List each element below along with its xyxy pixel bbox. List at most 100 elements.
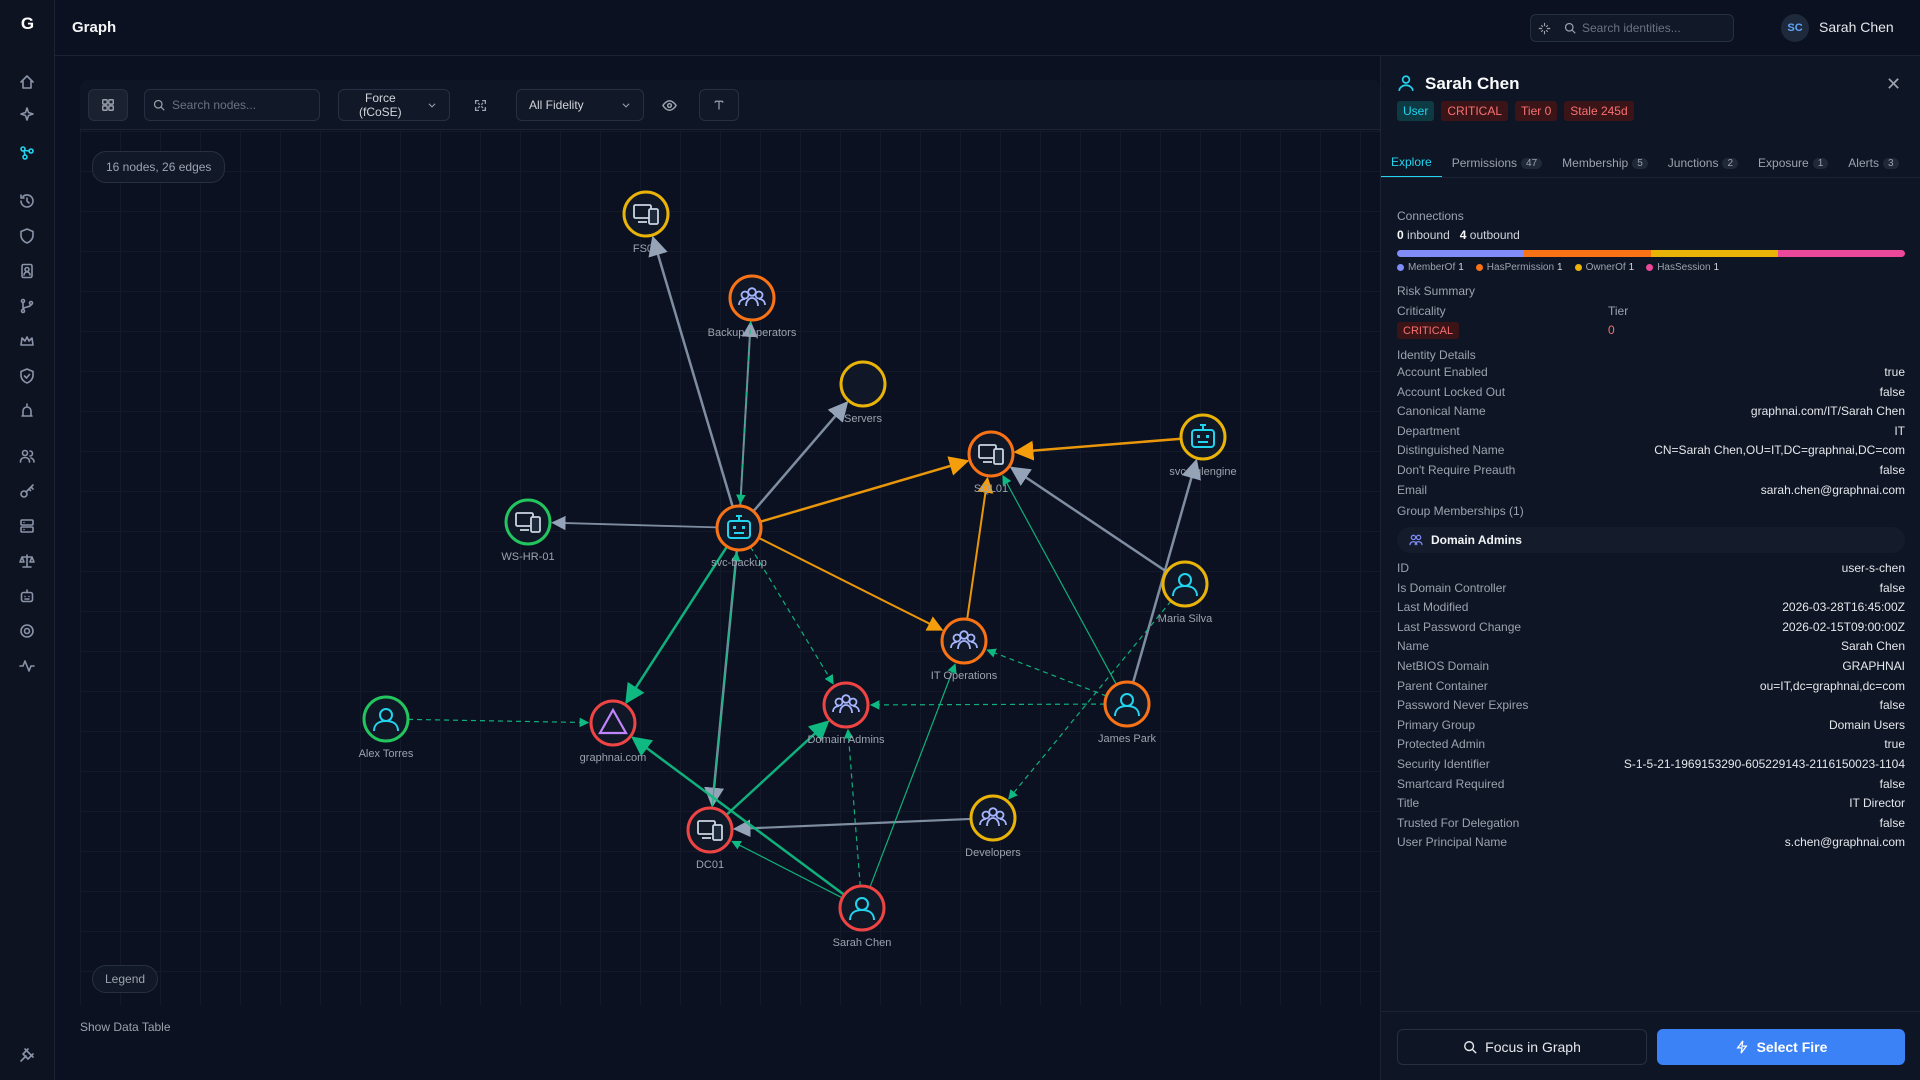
contact-icon[interactable]: [15, 259, 39, 283]
lightning-icon: [1735, 1040, 1748, 1054]
home-icon[interactable]: [15, 70, 39, 94]
show-data-table-link[interactable]: Show Data Table: [80, 1020, 171, 1034]
legend-dot: [1574, 263, 1582, 271]
connection-type-bar: [1397, 250, 1905, 257]
chevron-down-icon: [622, 103, 630, 108]
tab-count-badge: 2: [1722, 157, 1739, 169]
robot-icon[interactable]: [15, 584, 39, 608]
detail-key: Name: [1397, 639, 1430, 654]
detail-key: Canonical Name: [1397, 404, 1486, 419]
detail-value: S-1-5-21-1969153290-605229143-2116150023…: [1623, 757, 1905, 771]
detail-key: Last Modified: [1397, 600, 1469, 615]
detail-value: user-s-chen: [1841, 561, 1905, 575]
pin-icon[interactable]: [15, 1043, 39, 1067]
detail-value: ou=IT,dc=graphnai,dc=com: [1759, 678, 1905, 693]
criticality-label: Criticality: [1397, 304, 1446, 318]
detail-key: Account Enabled: [1397, 365, 1488, 379]
crown-icon[interactable]: [15, 329, 39, 353]
detail-row: Primary Group Domain Users: [1397, 714, 1905, 736]
detail-key: Primary Group: [1397, 717, 1476, 732]
tab-label: Alerts: [1848, 156, 1879, 170]
graph-canvas[interactable]: [80, 131, 1380, 1005]
legend-button[interactable]: Legend: [92, 965, 159, 993]
detail-key: Department: [1397, 423, 1460, 438]
detail-value: Sarah Chen: [1840, 639, 1905, 654]
legend-dot: [1475, 263, 1483, 271]
node-search-placeholder: Search nodes...: [172, 98, 257, 112]
visibility-toggle[interactable]: [652, 89, 686, 121]
tab-count-badge: 1: [1812, 157, 1829, 169]
detail-value: false: [1879, 776, 1905, 791]
branch-icon[interactable]: [15, 294, 39, 318]
grid-view-button[interactable]: [88, 89, 128, 121]
legend-name: HasPermission: [1486, 262, 1555, 273]
legend-count: 1: [1557, 262, 1563, 273]
detail-value: s.chen@graphnai.com: [1784, 835, 1905, 850]
fidelity-select-label: All Fidelity: [529, 98, 584, 112]
alarm-icon[interactable]: [15, 399, 39, 423]
layout-select[interactable]: Force (fCoSE): [338, 89, 450, 121]
tab-label: Exposure: [1758, 156, 1809, 170]
top-bar: Graph Search identities... SC Sarah Chen: [55, 0, 1920, 56]
detail-value: true: [1884, 737, 1905, 752]
ai-search-button[interactable]: [1530, 14, 1558, 42]
layout-line2: (fCoSE): [359, 105, 402, 119]
detail-key: Password Never Expires: [1397, 698, 1529, 713]
eye-icon: [661, 99, 677, 111]
detail-value: GRAPHNAI: [1842, 659, 1905, 673]
graph-icon[interactable]: [15, 141, 39, 165]
legend-count: 1: [1458, 262, 1464, 273]
node-search-input[interactable]: Search nodes...: [144, 89, 320, 121]
shield-icon[interactable]: [15, 224, 39, 248]
activity-icon[interactable]: [15, 654, 39, 678]
graph-count-pill: 16 nodes, 26 edges: [92, 151, 226, 183]
identity-search-input[interactable]: Search identities...: [1558, 14, 1734, 42]
legend-count: 1: [1713, 262, 1720, 273]
sparkle-icon[interactable]: [15, 102, 39, 126]
focus-in-graph-button[interactable]: Focus in Graph: [1397, 1029, 1647, 1065]
key-icon[interactable]: [15, 479, 39, 503]
select-fire-button[interactable]: Select Fire: [1657, 1029, 1905, 1065]
history-icon[interactable]: [15, 189, 39, 213]
detail-key: Protected Admin: [1397, 737, 1486, 752]
shield-check-icon[interactable]: [15, 364, 39, 388]
panel-footer: Focus in Graph Select Fire: [1381, 1011, 1920, 1080]
group-chip-domain-admins[interactable]: Domain Admins: [1397, 527, 1905, 553]
detail-value: sarah.chen@graphnai.com: [1760, 482, 1905, 497]
server-icon[interactable]: [15, 514, 39, 538]
app-logo[interactable]: G: [20, 14, 35, 33]
detail-value: false: [1879, 580, 1905, 595]
tab-explore[interactable]: Explore: [1381, 148, 1442, 177]
text-toggle-button[interactable]: [699, 89, 739, 121]
detail-key: Security Identifier: [1397, 757, 1490, 771]
detail-value: 2026-03-28T16:45:00Z: [1782, 600, 1905, 615]
risk-summary-title: Risk Summary: [1397, 284, 1476, 298]
tab-label: Permissions: [1451, 156, 1518, 170]
detail-key: Title: [1397, 796, 1420, 811]
users-icon[interactable]: [15, 444, 39, 468]
target-icon[interactable]: [15, 619, 39, 643]
detail-key: Email: [1397, 482, 1428, 497]
close-icon[interactable]: ✕: [1886, 74, 1902, 94]
legend-dot: [1397, 263, 1404, 271]
avatar[interactable]: SC: [1781, 14, 1809, 42]
scale-icon[interactable]: [15, 549, 39, 573]
select-fire-label: Select Fire: [1756, 1039, 1828, 1055]
fit-view-button[interactable]: [462, 89, 498, 121]
detail-value: 2026-02-15T09:00:00Z: [1782, 619, 1905, 634]
fidelity-select[interactable]: All Fidelity: [516, 89, 644, 121]
user-name[interactable]: Sarah Chen: [1819, 19, 1894, 35]
detail-value: Domain Users: [1828, 717, 1905, 732]
